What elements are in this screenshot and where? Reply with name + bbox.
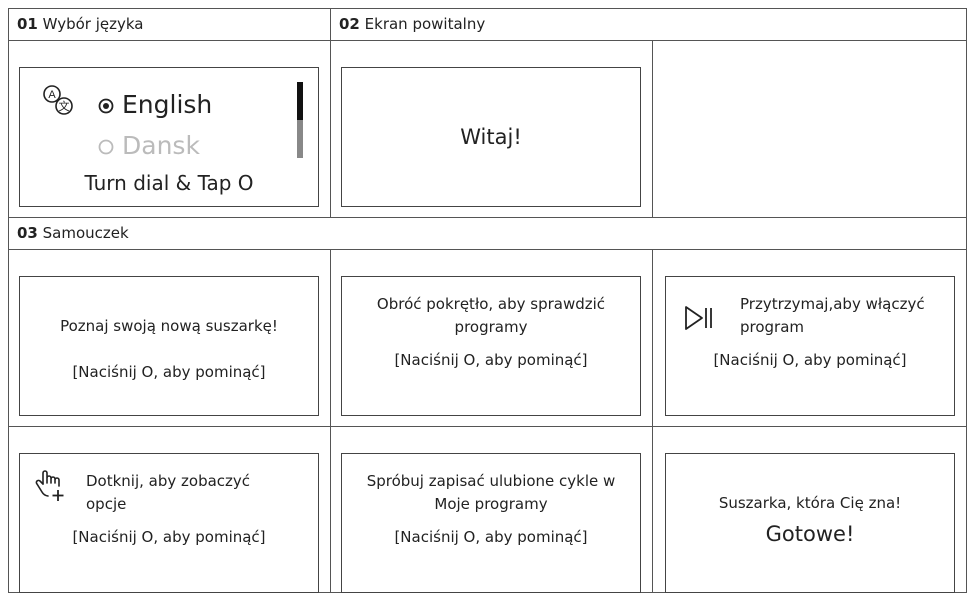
tutorial-text-line1: Spróbuj zapisać ulubione cykle w <box>366 472 616 490</box>
ready-text: Gotowe! <box>765 522 855 546</box>
tutorial-text-line1: Dotknij, aby zobaczyć <box>86 472 251 490</box>
language-cell: A 文 English Dansk Turn dial & Tap O <box>9 41 331 218</box>
skip-hint: [Naciśnij O, aby pominąć] <box>394 351 588 369</box>
tutorial-text-line2: opcje <box>86 495 127 513</box>
empty-cell <box>653 41 967 218</box>
tutorial-screen-5: Spróbuj zapisać ulubione cykle w Moje pr… <box>341 453 641 593</box>
welcome-cell: Witaj! <box>331 41 653 218</box>
skip-hint: [Naciśnij O, aby pominąć] <box>394 528 588 546</box>
svg-text:A: A <box>48 89 56 101</box>
radio-selected-icon <box>98 98 114 114</box>
tutorial-screen-3: Przytrzymaj,aby włączyć program [Naciśni… <box>665 276 955 416</box>
welcome-screen: Witaj! <box>341 67 641 207</box>
tutorial-cell-6: Suszarka, która Cię zna! Gotowe! <box>653 427 967 593</box>
tutorial-cell-3: Przytrzymaj,aby włączyć program [Naciśni… <box>653 250 967 427</box>
language-screen: A 文 English Dansk Turn dial & Tap O <box>19 67 319 207</box>
section-03-header: 03 Samouczek <box>9 218 967 250</box>
section-02-header: 02 Ekran powitalny <box>331 9 967 41</box>
tutorial-text-line2: programy <box>454 318 528 336</box>
play-pause-icon <box>685 306 712 330</box>
skip-hint: [Naciśnij O, aby pominąć] <box>713 351 907 369</box>
section-title: Samouczek <box>42 224 129 242</box>
tutorial-screen-2: Obróć pokrętło, aby sprawdzić programy [… <box>341 276 641 416</box>
tutorial-text-line2: program <box>740 318 805 336</box>
skip-hint: [Naciśnij O, aby pominąć] <box>72 363 266 381</box>
language-translate-icon: A 文 <box>43 85 73 115</box>
section-title: Ekran powitalny <box>364 15 486 33</box>
tutorial-text-line1: Suszarka, która Cię zna! <box>718 494 902 512</box>
language-option-selected: English <box>122 90 213 119</box>
svg-text:文: 文 <box>59 99 70 113</box>
language-option: Dansk <box>122 131 200 160</box>
section-number: 01 <box>17 15 38 33</box>
tutorial-text-line1: Obróć pokrętło, aby sprawdzić <box>376 295 606 313</box>
tutorial-cell-4: Dotknij, aby zobaczyć opcje [Naciśnij O,… <box>9 427 331 593</box>
skip-hint: [Naciśnij O, aby pominąć] <box>72 528 266 546</box>
tutorial-text-line2: Moje programy <box>434 495 548 513</box>
tutorial-screen-1: Poznaj swoją nową suszarkę! [Naciśnij O,… <box>19 276 319 416</box>
tutorial-text-line1: Przytrzymaj,aby włączyć <box>740 295 925 313</box>
tutorial-cell-1: Poznaj swoją nową suszarkę! [Naciśnij O,… <box>9 250 331 427</box>
touch-plus-icon <box>35 470 64 501</box>
section-01-header: 01 Wybór języka <box>9 9 331 41</box>
tutorial-screen-4: Dotknij, aby zobaczyć opcje [Naciśnij O,… <box>19 453 319 593</box>
tutorial-screen-6: Suszarka, która Cię zna! Gotowe! <box>665 453 955 593</box>
scrollbar <box>297 82 303 158</box>
welcome-text: Witaj! <box>460 125 522 149</box>
section-title: Wybór języka <box>42 15 144 33</box>
section-number: 02 <box>339 15 360 33</box>
tutorial-text: Poznaj swoją nową suszarkę! <box>60 317 278 335</box>
tutorial-cell-2: Obróć pokrętło, aby sprawdzić programy [… <box>331 250 653 427</box>
scrollbar-thumb <box>297 82 303 120</box>
section-number: 03 <box>17 224 38 242</box>
radio-unselected-icon <box>98 139 114 155</box>
dial-hint: Turn dial & Tap O <box>84 171 254 195</box>
manual-table: 01 Wybór języka 02 Ekran powitalny A 文 E… <box>8 8 967 593</box>
tutorial-cell-5: Spróbuj zapisać ulubione cykle w Moje pr… <box>331 427 653 593</box>
